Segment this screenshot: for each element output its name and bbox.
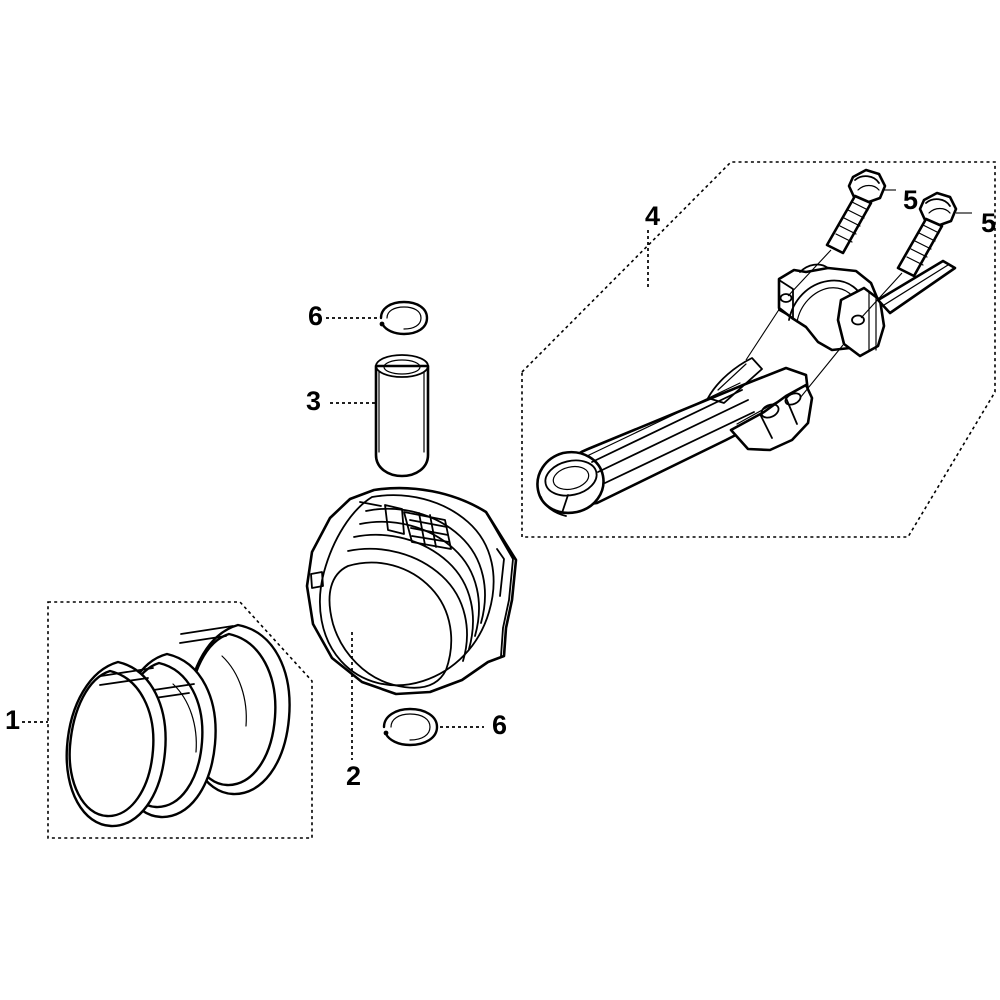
group-box-rod-assembly	[521, 161, 996, 538]
assembly-guide-line-left	[745, 307, 781, 361]
callout-number-6b: 6	[492, 710, 507, 740]
callout-number-6a: 6	[308, 301, 323, 331]
assembly-guide-line-right	[799, 344, 844, 399]
connecting-rod-cap	[777, 259, 957, 358]
piston-crown-detail	[359, 501, 452, 550]
piston-ring-set	[65, 623, 291, 828]
callout-number-5b: 5	[981, 208, 996, 238]
connecting-rod	[536, 357, 814, 517]
pin-clip-upper	[379, 300, 429, 336]
callout-number-2: 2	[346, 761, 361, 791]
rod-bolt-left	[825, 168, 887, 255]
piston-pin	[374, 354, 430, 478]
pin-clip-lower	[382, 707, 439, 747]
bolt-guide-line-right	[860, 272, 903, 319]
rod-small-end-eye	[536, 450, 605, 517]
bolt-guide-line-left	[787, 249, 832, 297]
callout-number-1: 1	[5, 705, 20, 735]
rod-bolt-right	[896, 191, 958, 278]
group-box-ring-set	[47, 601, 313, 839]
piston-ring-top	[65, 660, 167, 828]
piston-body	[305, 486, 518, 696]
callout-number-5a: 5	[903, 185, 918, 215]
callout-number-4: 4	[645, 201, 660, 231]
callout-number-3: 3	[306, 386, 321, 416]
